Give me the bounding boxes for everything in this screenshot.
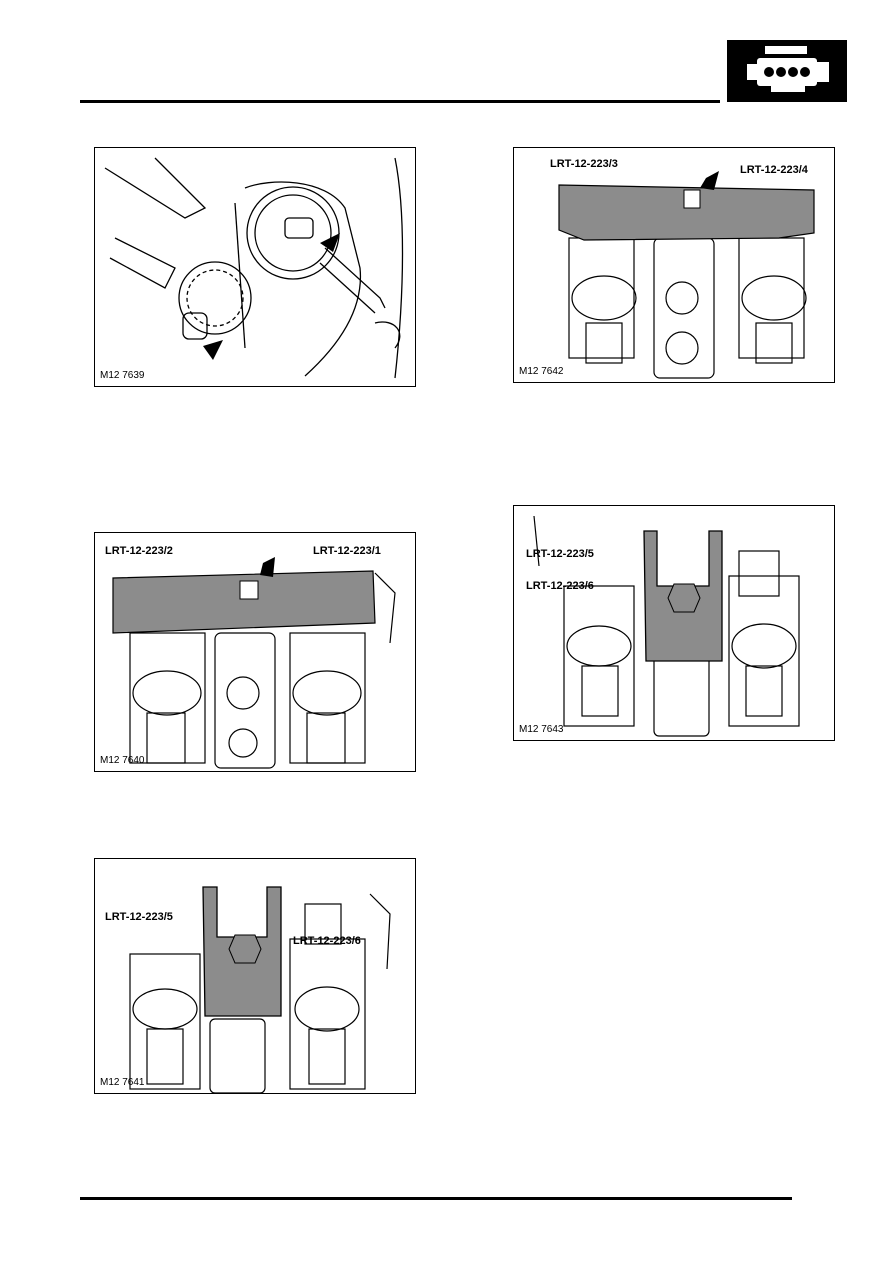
figure-m12-7641: LRT-12-223/5 LRT-12-223/6 M12 7641 xyxy=(94,858,416,1094)
figure-m12-7642: LRT-12-223/3 LRT-12-223/4 M12 7642 xyxy=(513,147,835,383)
figure-id: M12 7641 xyxy=(100,1077,145,1088)
tool-label-left: LRT-12-223/2 xyxy=(105,545,173,557)
engine-icon xyxy=(747,46,829,92)
tool-label-b: LRT-12-223/6 xyxy=(293,935,361,947)
figure-m12-7640: LRT-12-223/2 LRT-12-223/1 M12 7640 xyxy=(94,532,416,772)
tool-label-a: LRT-12-223/5 xyxy=(105,911,173,923)
arrow-marker xyxy=(320,233,340,252)
arrow-marker xyxy=(203,340,223,360)
figure-id: M12 7643 xyxy=(519,724,564,735)
figure-m12-7639: M12 7639 xyxy=(94,147,416,387)
footer-rule xyxy=(80,1197,792,1200)
figure-id: M12 7642 xyxy=(519,366,564,377)
tool-label-a: LRT-12-223/5 xyxy=(526,548,594,560)
tool-label-b: LRT-12-223/6 xyxy=(526,580,594,592)
tool-label-right: LRT-12-223/1 xyxy=(313,545,381,557)
section-badge xyxy=(727,40,847,102)
tool-label-left: LRT-12-223/3 xyxy=(550,158,618,170)
header-rule xyxy=(80,100,720,103)
figure-id: M12 7639 xyxy=(100,370,145,381)
figure-m12-7643: LRT-12-223/5 LRT-12-223/6 M12 7643 xyxy=(513,505,835,741)
figure-id: M12 7640 xyxy=(100,755,145,766)
tool-label-right: LRT-12-223/4 xyxy=(740,164,808,176)
